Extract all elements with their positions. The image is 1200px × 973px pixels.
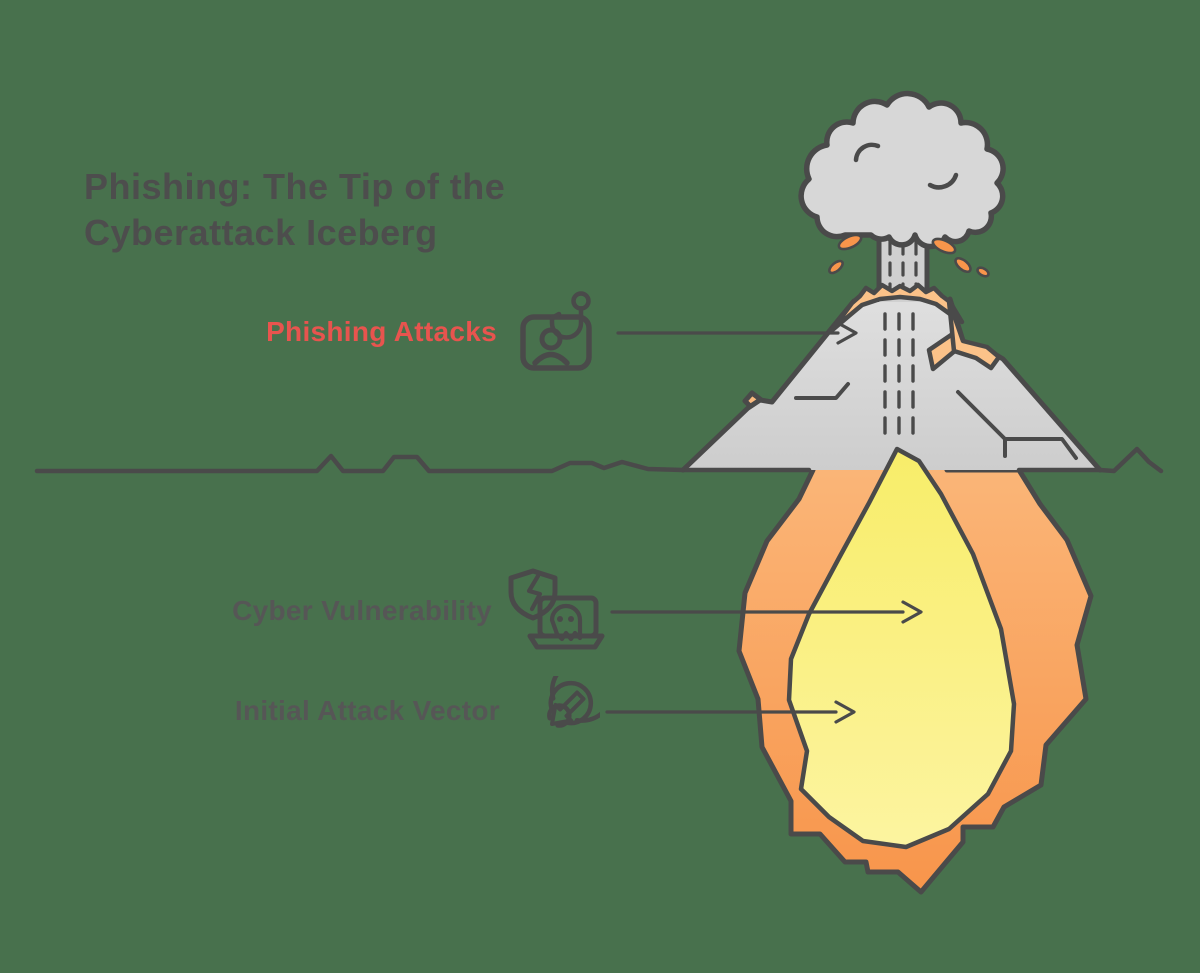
label-cyber-vulnerability: Cyber Vulnerability <box>232 595 492 626</box>
crater-lava <box>827 282 1002 446</box>
magma-chamber-inner <box>786 446 1017 850</box>
target-arrow-icon <box>547 676 600 728</box>
arrow-vulnerability <box>610 600 923 624</box>
label-initial-attack-vector: Initial Attack Vector <box>234 695 500 726</box>
rock-crack-left <box>794 382 850 400</box>
cloud-detail <box>927 172 959 190</box>
smoke-cloud <box>798 90 1006 250</box>
ground-line <box>34 446 1164 474</box>
rock-crack-right-2 <box>1003 437 1078 460</box>
page-title: Phishing: The Tip of the Cyberattack Ice… <box>84 166 506 253</box>
volcano-body <box>680 296 1103 473</box>
label-phishing-attacks: Phishing Attacks <box>266 316 497 347</box>
ground-line-right <box>1097 446 1164 474</box>
lava-saddle-right <box>946 298 1002 371</box>
cloud-detail <box>853 142 881 163</box>
shield-laptop-ghost-icon <box>508 568 605 650</box>
smoke-column <box>876 228 930 302</box>
lava-splashes <box>828 233 990 278</box>
ground-line-left <box>34 453 686 474</box>
arrow-phishing <box>616 321 858 345</box>
arrow-attack-vector <box>605 700 856 724</box>
phishing-hook-card-icon <box>520 291 592 371</box>
connector-arrows <box>605 321 923 724</box>
